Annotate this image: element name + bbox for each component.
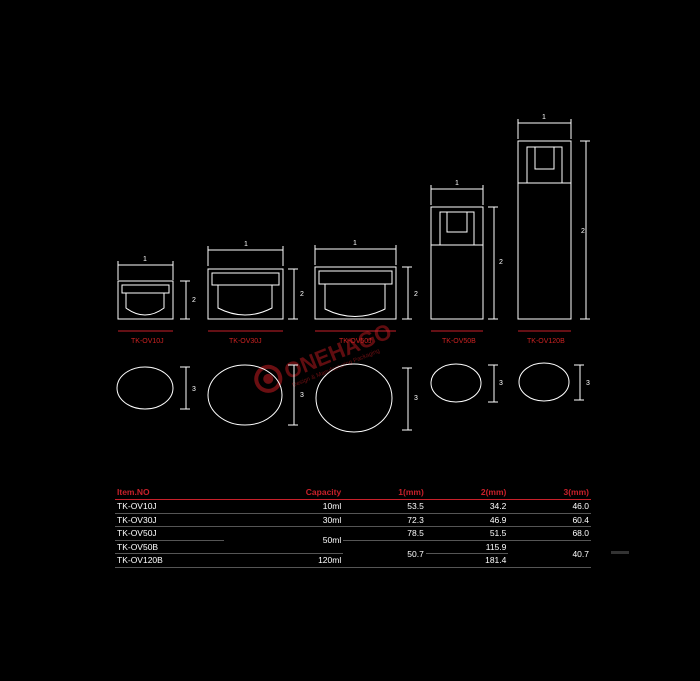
header-dim1: 1(mm) bbox=[343, 486, 426, 500]
table-row: TK-OV50J 50ml 78.5 51.5 68.0 bbox=[115, 526, 591, 554]
header-dim2: 2(mm) bbox=[425, 486, 509, 500]
cell-item: TK-OV30J bbox=[115, 513, 225, 527]
cell-capacity: 50ml bbox=[224, 526, 344, 554]
depth-label: 3 bbox=[499, 380, 503, 387]
product-label: TK-OV10J bbox=[131, 338, 164, 345]
height-label: 2 bbox=[581, 228, 585, 235]
width-label: 1 bbox=[143, 256, 147, 263]
cell-dim2: 115.9 bbox=[425, 540, 509, 554]
cell-dim2: 46.9 bbox=[425, 513, 509, 527]
cell-dim3: 46.0 bbox=[508, 499, 591, 514]
cell-dim3: 40.7 bbox=[508, 540, 591, 568]
width-label: 1 bbox=[542, 114, 546, 121]
product-tk-ov10j bbox=[116, 261, 190, 410]
cell-dim2: 34.2 bbox=[425, 499, 509, 514]
table-row: TK-OV120B 120ml 181.4 bbox=[115, 553, 591, 568]
depth-label: 3 bbox=[586, 380, 590, 387]
cell-dim1: 72.3 bbox=[343, 513, 426, 527]
cell-capacity: 10ml bbox=[224, 499, 344, 514]
cell-capacity: 120ml bbox=[224, 553, 344, 568]
cell-dim2: 181.4 bbox=[425, 553, 509, 568]
height-label: 2 bbox=[192, 297, 196, 304]
height-label: 2 bbox=[499, 259, 503, 266]
cell-item: TK-OV50J bbox=[115, 526, 225, 541]
product-label: TK-OV30J bbox=[229, 338, 262, 345]
header-dim3: 3(mm) bbox=[508, 486, 591, 500]
cell-dim3: 68.0 bbox=[508, 526, 591, 541]
cell-dim1: 50.7 bbox=[343, 540, 426, 568]
product-label: TK-OV50J bbox=[339, 338, 372, 345]
header-item-no: Item.NO bbox=[115, 486, 225, 500]
table-row: TK-OV50B 50.7 115.9 40.7 bbox=[115, 540, 591, 568]
product-tk-ov120b bbox=[517, 119, 590, 402]
depth-label: 3 bbox=[414, 395, 418, 402]
product-tk-ov50j bbox=[314, 245, 412, 433]
width-label: 1 bbox=[455, 180, 459, 187]
product-label: TK-OV50B bbox=[442, 338, 476, 345]
cell-item: TK-OV10J bbox=[115, 499, 225, 514]
depth-label: 3 bbox=[300, 392, 304, 399]
depth-label: 3 bbox=[192, 386, 196, 393]
spec-table: Item.NO Capacity 1(mm) 2(mm) 3(mm) TK-OV… bbox=[115, 486, 591, 568]
cell-dim3: 60.4 bbox=[508, 513, 591, 527]
product-tk-ov50b bbox=[430, 185, 498, 403]
width-label: 1 bbox=[353, 240, 357, 247]
table-row: TK-OV30J 30ml 72.3 46.9 60.4 bbox=[115, 513, 591, 527]
cell-item: TK-OV50B bbox=[115, 540, 225, 554]
cell-dim1: 53.5 bbox=[343, 499, 426, 514]
header-capacity: Capacity bbox=[224, 486, 344, 500]
table-row: TK-OV10J 10ml 53.5 34.2 46.0 bbox=[115, 499, 591, 514]
height-label: 2 bbox=[414, 291, 418, 298]
cell-dim2: 51.5 bbox=[425, 526, 509, 541]
height-label: 2 bbox=[300, 291, 304, 298]
cell-item: TK-OV120B bbox=[115, 553, 225, 568]
product-label: TK-OV120B bbox=[527, 338, 565, 345]
product-tk-ov30j bbox=[207, 246, 298, 426]
decorative-mark bbox=[611, 551, 629, 554]
table-header-row: Item.NO Capacity 1(mm) 2(mm) 3(mm) bbox=[115, 486, 591, 500]
width-label: 1 bbox=[244, 241, 248, 248]
cell-capacity: 30ml bbox=[224, 513, 344, 527]
cell-dim1: 78.5 bbox=[343, 526, 426, 541]
watermark-logo-icon bbox=[254, 364, 283, 393]
